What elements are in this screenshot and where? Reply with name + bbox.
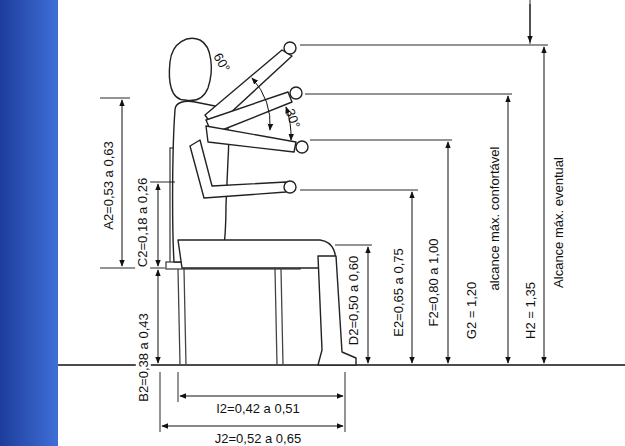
dimension-label: C2=0,18 a 0,26 bbox=[136, 175, 151, 268]
arm-level bbox=[206, 126, 296, 152]
dimension-label: J2=0,52 a 0,65 bbox=[213, 431, 303, 446]
dimension-label: I2=0,42 a 0,51 bbox=[214, 401, 302, 416]
reach-label: alcance máx. confortável bbox=[487, 144, 502, 292]
head bbox=[169, 38, 211, 100]
arm-rest bbox=[190, 140, 286, 198]
slide-band bbox=[0, 0, 58, 446]
seated-person bbox=[169, 38, 356, 365]
dimension-label: F2=0,80 a 1,00 bbox=[426, 236, 441, 328]
top-arrow bbox=[530, 4, 531, 42]
drawing-ground bbox=[58, 0, 625, 446]
dimension-label: D2=0,50 a 0,60 bbox=[347, 253, 362, 346]
thigh bbox=[178, 240, 335, 268]
dimension-label: E2=0,65 a 0,75 bbox=[391, 246, 406, 339]
reference-lines bbox=[100, 0, 548, 432]
dimension-label: H2 = 1,35 bbox=[523, 280, 538, 341]
dimension-lines bbox=[122, 47, 544, 426]
dimension-label: G2 = 1,20 bbox=[465, 279, 480, 340]
hand bbox=[296, 141, 308, 153]
dimension-label: B2=0,38 a 0,43 bbox=[136, 311, 151, 404]
hand bbox=[290, 87, 302, 99]
hand bbox=[284, 181, 296, 193]
dimension-label: A2=0,53 a 0,63 bbox=[101, 139, 116, 232]
reach-label: Alcance máx. eventual bbox=[550, 155, 565, 290]
hand bbox=[284, 42, 296, 54]
